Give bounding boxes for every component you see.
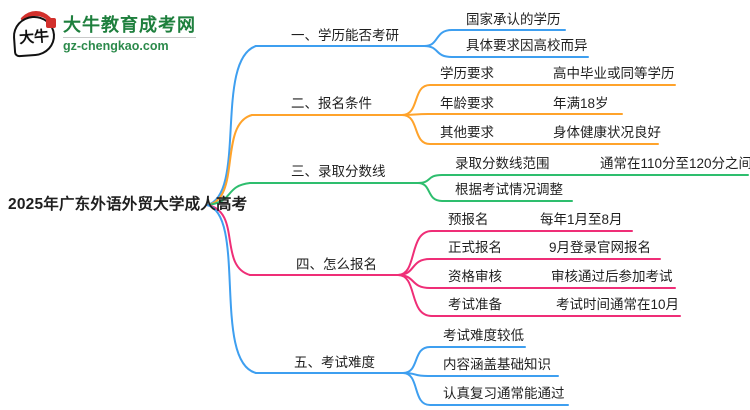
branch-label-2: 二、报名条件 xyxy=(291,96,372,111)
child-node: 具体要求因高校而异 xyxy=(466,38,588,53)
child-node: 其他要求 xyxy=(440,125,494,140)
child-node: 根据考试情况调整 xyxy=(455,182,563,197)
detail-node: 9月登录官网报名 xyxy=(549,240,652,255)
child-node: 认真复习通常能通过 xyxy=(443,386,565,401)
daniu-logo-icon: 大牛 xyxy=(11,11,57,58)
branch2-child3-line xyxy=(401,114,659,145)
child-node: 国家承认的学历 xyxy=(466,12,561,27)
branch3-curve xyxy=(206,182,251,206)
branch1-child2-line xyxy=(423,45,589,58)
detail-node: 每年1月至8月 xyxy=(540,212,623,227)
child-node: 预报名 xyxy=(448,212,489,227)
detail-node: 考试时间通常在10月 xyxy=(556,297,680,312)
branch5-child3-line xyxy=(402,372,569,406)
detail-node: 年满18岁 xyxy=(553,96,609,111)
child-node: 资格审核 xyxy=(448,269,502,284)
child-node: 年龄要求 xyxy=(440,96,494,111)
logo-domain: gz-chengkao.com xyxy=(63,36,196,54)
branch-label-3: 三、录取分数线 xyxy=(291,164,386,179)
branch-label-1: 一、学历能否考研 xyxy=(291,28,399,43)
detail-node: 高中毕业或同等学历 xyxy=(553,66,675,81)
site-logo[interactable]: 大牛 大牛教育成考网 gz-chengkao.com xyxy=(11,11,196,58)
branch4-child4-line xyxy=(397,274,681,317)
branch-label-4: 四、怎么报名 xyxy=(296,257,377,272)
logo-red-seal xyxy=(46,18,56,28)
logo-red-arc xyxy=(16,11,56,32)
logo-site-name: 大牛教育成考网 xyxy=(63,14,196,35)
branch2-child2-line xyxy=(401,113,623,116)
detail-node: 通常在110分至120分之间 xyxy=(600,156,750,171)
branch5-child1-line xyxy=(402,346,526,374)
detail-node: 审核通过后参加考试 xyxy=(551,269,673,284)
child-node: 录取分数线范围 xyxy=(455,156,550,171)
child-node: 正式报名 xyxy=(448,240,502,255)
logo-text: 大牛教育成考网 gz-chengkao.com xyxy=(63,15,196,54)
child-node: 学历要求 xyxy=(440,66,494,81)
detail-node: 身体健康状况良好 xyxy=(553,125,661,140)
branch3-child2-line xyxy=(417,182,573,202)
branch2-curve xyxy=(206,114,253,206)
child-node: 考试难度较低 xyxy=(443,328,524,343)
root-topic: 2025年广东外语外贸大学成人高考 xyxy=(8,196,248,213)
branch1-curve xyxy=(206,45,257,206)
branch4-curve xyxy=(206,204,251,276)
branch5-curve xyxy=(206,204,257,374)
branch-label-5: 五、考试难度 xyxy=(294,355,375,370)
child-node: 考试准备 xyxy=(448,297,502,312)
branch4-child1-line xyxy=(397,230,633,276)
child-node: 内容涵盖基础知识 xyxy=(443,357,551,372)
